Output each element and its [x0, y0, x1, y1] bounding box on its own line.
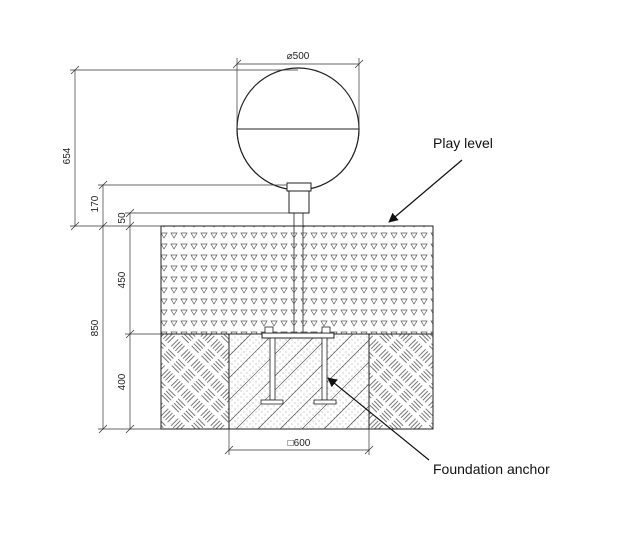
surface-layer: [160, 225, 434, 335]
dim-left-lines: [70, 65, 298, 434]
dim-surface-depth-text: 450: [117, 271, 128, 288]
dim-post-height-text: 170: [90, 195, 101, 212]
foundation-anchor: [260, 326, 337, 405]
dim-foundation-width: [224, 429, 374, 455]
sphere: [236, 67, 360, 191]
dim-sphere-height-text: 654: [62, 147, 73, 164]
play-level-leader: [388, 159, 463, 223]
ground-layer-right: [368, 333, 434, 430]
dim-total-depth-text: 850: [90, 319, 101, 336]
play-level-label: Play level: [433, 135, 493, 151]
ground-layer-left: [160, 333, 230, 430]
foundation-anchor-leader: [327, 377, 430, 461]
dim-sphere-diameter-text: ⌀500: [287, 51, 310, 62]
dim-foundation-width-text: □600: [288, 438, 311, 449]
foundation-block: [228, 333, 370, 430]
foundation-anchor-label: Foundation anchor: [433, 461, 550, 477]
dim-foundation-depth-text: 400: [117, 373, 128, 390]
dim-post-base-text: 50: [117, 212, 128, 224]
